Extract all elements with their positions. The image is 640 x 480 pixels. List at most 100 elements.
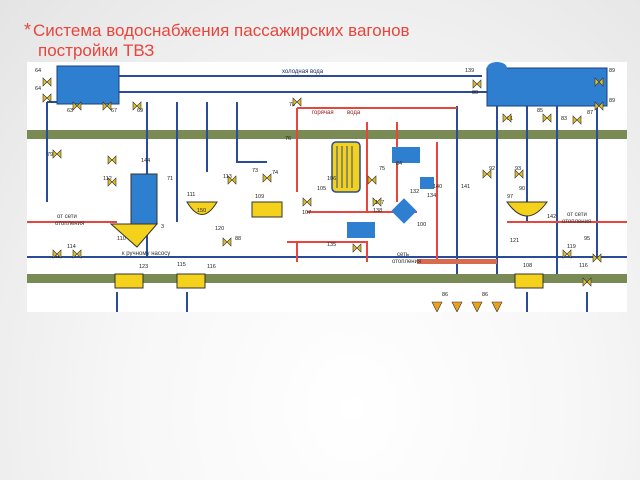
component-number: 93 [515, 166, 521, 172]
valve-icon [52, 149, 62, 159]
component-number: 89 [609, 68, 615, 74]
component-number: 150 [197, 208, 206, 214]
component-number: 88 [235, 236, 241, 242]
component-number: 75 [379, 166, 385, 172]
valve-icon [262, 173, 272, 183]
component-number: 89 [609, 98, 615, 104]
component-number: 108 [523, 263, 532, 269]
label-hot-water-2: вода [347, 110, 361, 116]
valve-icon [42, 77, 52, 87]
valve-icon [222, 237, 232, 247]
component-number: 87 [587, 110, 593, 116]
valve-icon [72, 101, 82, 111]
valve-icon [514, 169, 524, 179]
cold-water-pipes [27, 75, 627, 312]
valve-icon [72, 249, 82, 259]
component-number: 134 [427, 193, 436, 199]
heating-band [417, 259, 497, 264]
component-number: 3 [161, 224, 164, 230]
valve-icon [227, 175, 237, 185]
valve-icon [542, 113, 552, 123]
slide-title: *Система водоснабжения пассажирских ваго… [24, 20, 624, 61]
label-from-heating-right-2: отопления [562, 219, 591, 225]
valve-icon [302, 197, 312, 207]
component-number: 79 [47, 152, 53, 158]
component-number: 112 [103, 176, 112, 182]
box-108 [514, 273, 544, 289]
component-number: 95 [584, 236, 590, 242]
component-number: 80 [472, 90, 478, 96]
valve-icon [372, 197, 382, 207]
component-number: 115 [177, 262, 186, 268]
component-number: 106 [327, 176, 336, 182]
hot-water-pipes [27, 107, 627, 262]
component-number: 69 [137, 108, 143, 114]
label-to-heating-1: сеть [397, 252, 409, 258]
valve-icon [592, 253, 602, 263]
component-number: 139 [465, 68, 474, 74]
floor-lower [27, 274, 627, 283]
valve-icon [594, 77, 604, 87]
unit-132 [420, 177, 434, 189]
label-from-heating-left-2: отопления [55, 221, 84, 227]
component-number: 135 [327, 242, 336, 248]
valve-icon [352, 243, 362, 253]
component-number: 138 [373, 208, 382, 214]
box-123 [114, 273, 144, 289]
boiler-stripes [336, 146, 353, 188]
label-to-hand-pump: к ручному насосу [122, 251, 170, 257]
valve-icon [107, 177, 117, 187]
valve-icon [42, 93, 52, 103]
component-number: 119 [567, 244, 576, 250]
component-number: 92 [489, 166, 495, 172]
component-number: 142 [547, 214, 556, 220]
valve-icon [594, 101, 604, 111]
component-number: 111 [187, 192, 195, 198]
component-number: 110 [117, 236, 126, 242]
tank-left [56, 65, 120, 105]
label-hot-water: горячая [312, 110, 334, 116]
heater-column [130, 173, 158, 225]
component-number: 116 [207, 264, 216, 270]
box-116 [176, 273, 206, 289]
floor-upper [27, 130, 627, 139]
filter-unit [391, 198, 417, 224]
component-number: 132 [410, 189, 419, 195]
component-number: 64 [35, 68, 41, 74]
valve-icon [107, 155, 117, 165]
valve-icon [367, 175, 377, 185]
component-number: 67 [111, 108, 117, 114]
component-number: 64 [35, 86, 41, 92]
box-109 [251, 201, 283, 218]
valve-icon [562, 249, 572, 259]
title-bullet: * [24, 20, 32, 40]
component-number: 114 [67, 244, 76, 250]
label-to-heating-2: отопления [392, 259, 421, 265]
valve-icon [292, 97, 302, 107]
component-number: 86 [442, 292, 448, 298]
component-number: 109 [255, 194, 264, 200]
valve-icon [502, 113, 512, 123]
label-from-heating-right-1: от сети [567, 212, 587, 218]
component-number: 76 [285, 136, 291, 142]
component-number: 74 [272, 170, 278, 176]
component-number: 123 [139, 264, 148, 270]
drain-valves [431, 301, 503, 313]
tank-right-dome [487, 62, 507, 74]
component-number: 121 [510, 238, 519, 244]
component-number: 85 [537, 108, 543, 114]
component-number: 63 [67, 108, 73, 114]
label-from-heating-left-1: от сети [57, 214, 77, 220]
tank-right [486, 67, 608, 107]
component-number: 84 [396, 161, 402, 167]
diagram-svg: холодная вода горячая вода от сети отопл… [27, 62, 627, 313]
valve-icon [572, 115, 582, 125]
valve-icon [472, 79, 482, 89]
basin-left [186, 201, 218, 215]
component-number: 73 [252, 168, 258, 174]
funnel [109, 223, 159, 248]
valves [42, 77, 604, 287]
valve-icon [52, 249, 62, 259]
component-number: 141 [461, 184, 470, 190]
unit-138 [347, 222, 375, 238]
